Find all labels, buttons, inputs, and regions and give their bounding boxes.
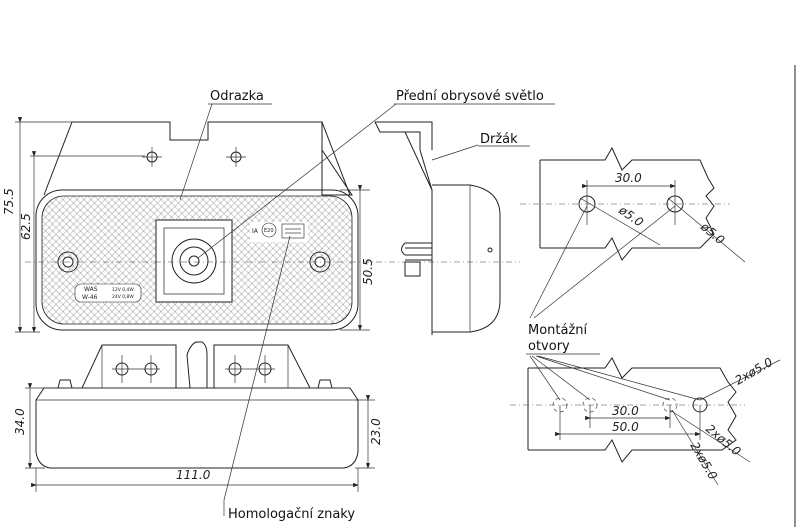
hole-detail-bottom: 30.0 50.0 2xø5.0 2xø5.0 2xø5.0 — [510, 355, 781, 486]
bracket-outline — [72, 121, 353, 196]
bracket-right-edge — [321, 121, 351, 196]
dim-height-body: 62.5 — [19, 213, 33, 240]
bracket-left-edge — [43, 121, 73, 196]
bottom-lamp-body — [35, 387, 359, 469]
front-view: WAS W-46 12V 0,4W 24V 0,8W IA E20 75.5 6… — [2, 117, 520, 333]
dim-hole-dia-right: ø5.0 — [697, 219, 727, 248]
marking-12v: 12V 0,4W — [112, 287, 134, 293]
label-homologation: Homologační znaky — [228, 507, 355, 522]
leader-mount-6 — [537, 355, 701, 401]
dim-hole-spacing-top: 30.0 — [615, 171, 642, 185]
dim-hole-callout-1: 2xø5.0 — [733, 355, 776, 388]
bottom-view: 34.0 23.0 111.0 — [13, 341, 383, 492]
marking-24v: 24V 0,8W — [112, 294, 134, 300]
dim-height-lens: 50.5 — [361, 258, 375, 285]
dim-hole-spacing-bottom-inner: 30.0 — [612, 404, 639, 418]
label-front-lamp: Přední obrysové světlo — [396, 89, 544, 104]
labels: Odrazka Přední obrysové světlo Držák Mon… — [179, 89, 701, 522]
label-reflector: Odrazka — [210, 89, 264, 104]
leader-mount-2 — [533, 205, 676, 319]
cert-circle — [261, 222, 277, 238]
side-view — [374, 121, 501, 335]
marking-was: WAS — [84, 286, 98, 293]
label-mounting-holes-1: Montážní — [528, 323, 588, 338]
front-lamp-window — [155, 219, 233, 303]
side-lamp-body — [432, 184, 501, 333]
side-bracket-top — [375, 121, 433, 150]
leader-reflector — [179, 103, 213, 201]
dim-side-lens: 23.0 — [369, 418, 383, 445]
side-wires — [405, 242, 432, 261]
bottom-bracket-left — [81, 344, 177, 389]
marking-plate — [74, 283, 142, 303]
plate-outline-top — [540, 146, 715, 261]
dim-hole-callout-3: 2xø5.0 — [687, 440, 720, 483]
label-bracket: Držák — [480, 132, 518, 147]
marking-cert: E20 — [264, 228, 274, 234]
dim-height-total: 75.5 — [2, 188, 16, 215]
marking-model: W-46 — [82, 294, 98, 301]
leader-mount-4 — [531, 355, 591, 401]
dim-hole-callout-2: 2xø5.0 — [703, 422, 744, 459]
dim-side-height: 34.0 — [13, 408, 27, 435]
plate-outline-bottom — [528, 357, 737, 463]
dim-hole-spacing-bottom-outer: 50.0 — [612, 420, 639, 434]
side-bracket — [404, 131, 433, 335]
leader-mount-5 — [535, 355, 671, 401]
leader-mount-1 — [529, 205, 588, 319]
bottom-cable — [186, 341, 208, 389]
leader-front-lamp — [197, 103, 397, 259]
bottom-bracket-right — [213, 344, 311, 389]
marking-ia: IA — [252, 228, 259, 235]
bracket-leader — [431, 144, 479, 161]
hole-detail-top: 30.0 ø5.0 ø5.0 — [520, 146, 746, 263]
front-lamp — [171, 238, 217, 284]
dim-width-total: 111.0 — [176, 468, 211, 482]
leader-homologation — [223, 235, 291, 501]
dim-hole-dia-left: ø5.0 — [615, 202, 646, 229]
leader-mount-3 — [529, 355, 561, 401]
label-mounting-holes-2: otvory — [528, 339, 570, 354]
